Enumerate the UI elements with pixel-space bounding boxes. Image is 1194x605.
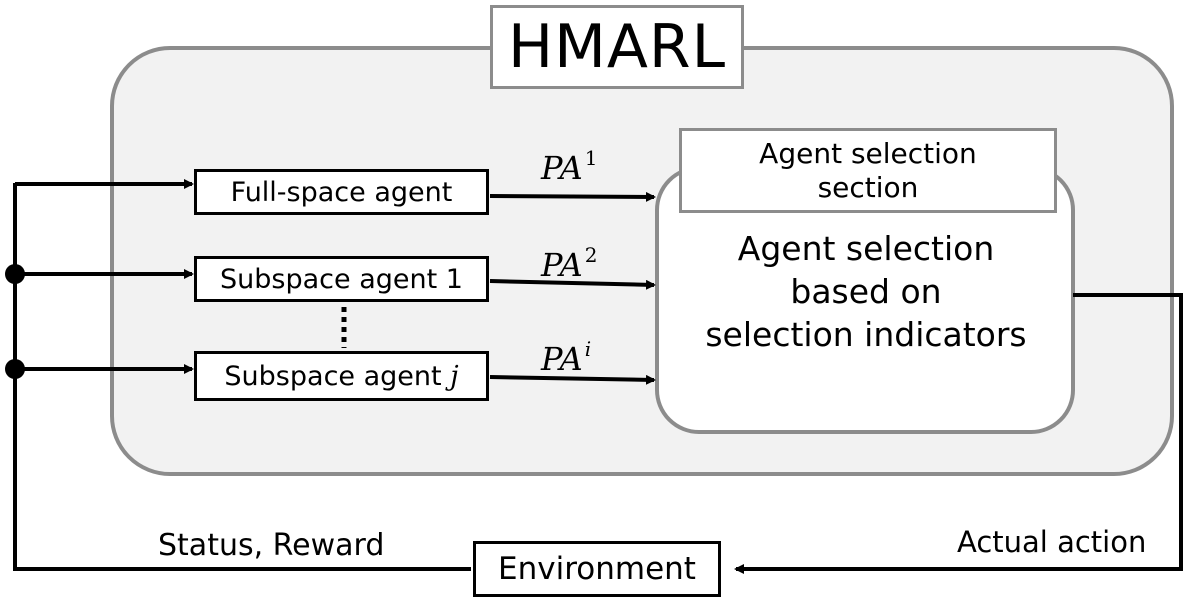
agent-selection-section-header: Agent selection section (679, 128, 1057, 213)
agent-selection-description: Agent selection based on selection indic… (668, 228, 1064, 357)
subspace-agent-1-box: Subspace agent 1 (194, 256, 489, 302)
subspace-agent-j-label: Subspace agent (224, 360, 451, 392)
arrow-pai (489, 374, 656, 385)
junction-dot-2 (5, 359, 25, 379)
hmarl-title-text: HMARL (507, 12, 727, 82)
pai-base: PA (541, 340, 583, 378)
selection-header-line2: section (817, 170, 919, 204)
actual-action-label: Actual action (957, 525, 1147, 559)
pa2-base: PA (541, 246, 583, 284)
actual-action-line (734, 293, 1183, 574)
pa2-superscript: 2 (584, 243, 598, 267)
environment-label: Environment (498, 551, 696, 587)
subspace-agent-1-label: Subspace agent 1 (220, 263, 463, 295)
arrow-pa1 (489, 191, 656, 202)
hmarl-title: HMARL (490, 5, 744, 89)
full-space-agent-label: Full-space agent (230, 176, 453, 208)
feedback-bus-line (13, 183, 471, 571)
status-reward-label: Status, Reward (158, 528, 385, 563)
selection-body-line1: Agent selection (737, 229, 995, 268)
pa1-superscript: 1 (584, 146, 598, 170)
full-space-agent-box: Full-space agent (194, 169, 489, 215)
selection-header-line1: Agent selection (759, 136, 977, 170)
pa1-base: PA (541, 149, 583, 187)
selection-body-line3: selection indicators (705, 314, 1027, 354)
subspace-agent-j-box: Subspace agent j (194, 351, 489, 401)
junction-dot-1 (5, 264, 25, 284)
environment-box: Environment (473, 541, 721, 597)
pai-superscript: i (584, 337, 592, 361)
selection-body-line2: based on (790, 271, 942, 311)
subspace-agent-j-index: j (450, 360, 459, 392)
arrow-pa2 (489, 279, 656, 290)
